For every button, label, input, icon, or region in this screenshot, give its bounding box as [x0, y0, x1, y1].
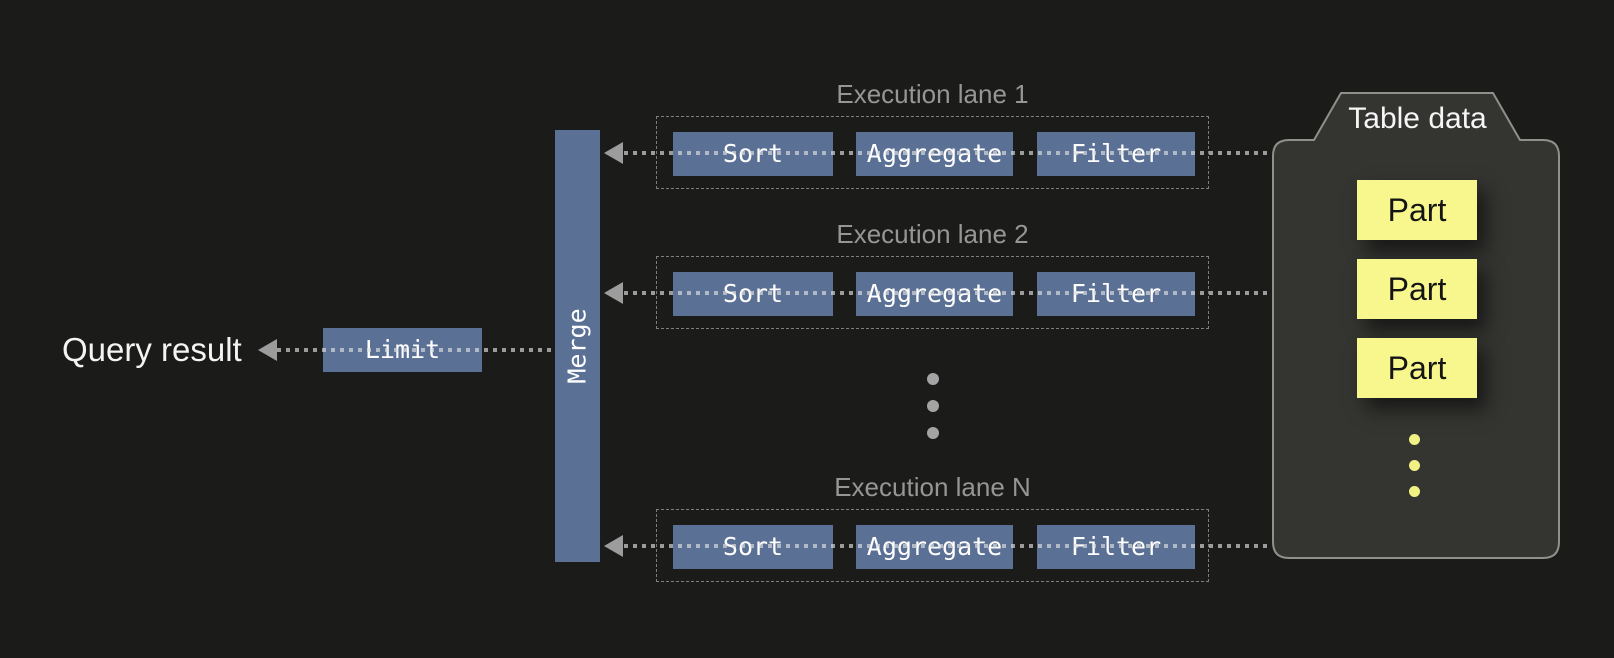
table-data-title: Table data [1348, 102, 1487, 135]
query-result-label: Query result [62, 331, 242, 368]
part-block-label: Part [1387, 349, 1447, 386]
lanes-ellipsis-dot [927, 400, 939, 412]
merge-operator-bar: Merge [555, 130, 600, 562]
lanes-ellipsis-dot [927, 427, 939, 439]
part-block: Part [1357, 259, 1477, 319]
dotted-connector-lane-1 [624, 151, 1270, 155]
execution-lane-2: Execution lane 2 Sort Aggregate Filter [604, 220, 1270, 338]
table-data-outline [1272, 92, 1560, 559]
execution-lane-1-title: Execution lane 1 [836, 79, 1029, 109]
part-block-label: Part [1387, 270, 1447, 307]
part-block-label: Part [1387, 191, 1447, 228]
left-arrowhead-icon [604, 142, 623, 164]
parts-ellipsis-dot [1409, 486, 1420, 497]
table-data-container [1272, 92, 1560, 559]
lanes-ellipsis-dot [927, 373, 939, 385]
part-block: Part [1357, 180, 1477, 240]
execution-lane-n-title: Execution lane N [834, 472, 1031, 502]
execution-lane-1: Execution lane 1 Sort Aggregate Filter [604, 80, 1270, 198]
part-block: Part [1357, 338, 1477, 398]
dotted-connector-lane-n [624, 544, 1270, 548]
execution-lane-2-title: Execution lane 2 [836, 219, 1029, 249]
parts-ellipsis-dot [1409, 460, 1420, 471]
left-arrowhead-icon [604, 535, 623, 557]
dotted-connector-lane-2 [624, 291, 1270, 295]
dotted-connector-limit [277, 348, 555, 352]
parts-ellipsis-dot [1409, 434, 1420, 445]
merge-operator-label: Merge [562, 308, 592, 384]
left-arrowhead-icon [258, 339, 277, 361]
execution-lane-n: Execution lane N Sort Aggregate Filter [604, 473, 1270, 591]
left-arrowhead-icon [604, 282, 623, 304]
